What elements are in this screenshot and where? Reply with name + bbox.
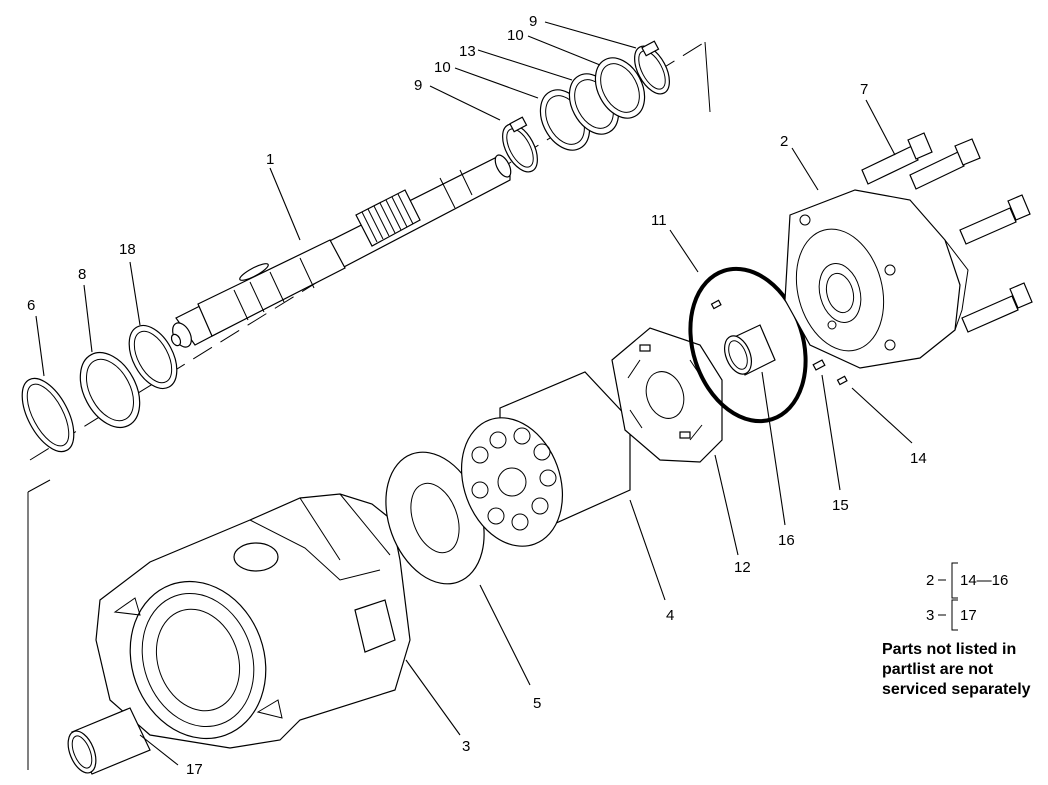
callout-16: 16 [778,532,795,549]
bushing-part [710,299,776,376]
callout-11: 11 [651,212,667,229]
callout-10-upper: 10 [507,27,524,44]
service-note: Parts not listed in partlist are not ser… [882,640,1048,700]
callout-7: 7 [860,81,868,98]
needle-bearing-part [67,707,151,775]
callout-9-lower: 9 [414,77,422,94]
callout-14: 14 [910,450,927,467]
end-cover-part [784,189,969,369]
callout-17: 17 [186,761,203,778]
legend-row2-parent: 3 [926,607,934,624]
service-note-line-1: Parts not listed in [882,641,1017,658]
callout-6: 6 [27,297,35,314]
bolt-parts [861,132,1033,333]
callout-18: 18 [119,241,136,258]
leader-lines [35,21,913,766]
legend-row1-children: 14—16 [960,572,1008,589]
callout-labels: 1 2 3 4 5 6 7 8 9 9 10 10 11 12 13 14 15… [27,13,927,778]
service-note-line-2: partlist are not [882,661,994,678]
callout-15: 15 [832,497,849,514]
front-seal-parts [21,324,178,453]
service-note-line-3: serviced separately [882,681,1031,698]
callout-3: 3 [462,738,470,755]
legend-row1-parent: 2 [926,572,934,589]
callout-1: 1 [266,151,274,168]
callout-8: 8 [78,266,86,283]
callout-9-upper: 9 [529,13,537,30]
callout-4: 4 [666,607,674,624]
callout-12: 12 [734,559,751,576]
parts-grouping-legend: 2 14—16 3 17 [926,562,1008,631]
shaft-part [170,154,512,348]
shaft-rings [502,40,670,173]
pin-parts [812,359,848,386]
housing-part [95,493,411,749]
legend-row2-children: 17 [960,607,977,624]
cylinder-block-part [460,371,631,547]
callout-10-lower: 10 [434,59,451,76]
callout-13: 13 [459,43,476,60]
callout-2: 2 [780,133,788,150]
callout-5: 5 [533,695,541,712]
